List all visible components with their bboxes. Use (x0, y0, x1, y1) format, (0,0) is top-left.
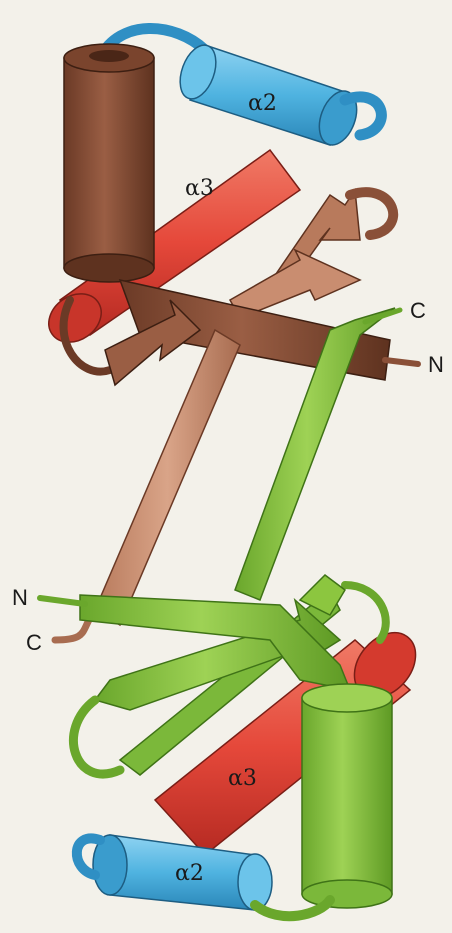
top-alpha2-helix (173, 40, 381, 150)
top-alpha2-label: α2 (248, 91, 277, 116)
bottom-n-terminus-label: N (12, 585, 28, 610)
top-n-terminus-label: N (428, 352, 444, 377)
bottom-subunit: N C α3 α2 (12, 308, 428, 916)
bottom-left-loop (73, 700, 120, 774)
top-alpha3-label: α3 (185, 176, 214, 201)
top-n-tail (385, 360, 418, 364)
bottom-alpha3-label: α3 (228, 766, 257, 791)
bottom-n-tail (40, 598, 85, 604)
top-subunit: α2 α3 C N (39, 28, 443, 640)
bottom-hairpin-loop (345, 585, 386, 640)
bottom-c-terminus-label: C (26, 630, 42, 655)
bottom-alpha2-label: α2 (175, 861, 204, 886)
top-brown-helix (64, 44, 154, 282)
top-c-terminus-label: C (410, 298, 426, 323)
